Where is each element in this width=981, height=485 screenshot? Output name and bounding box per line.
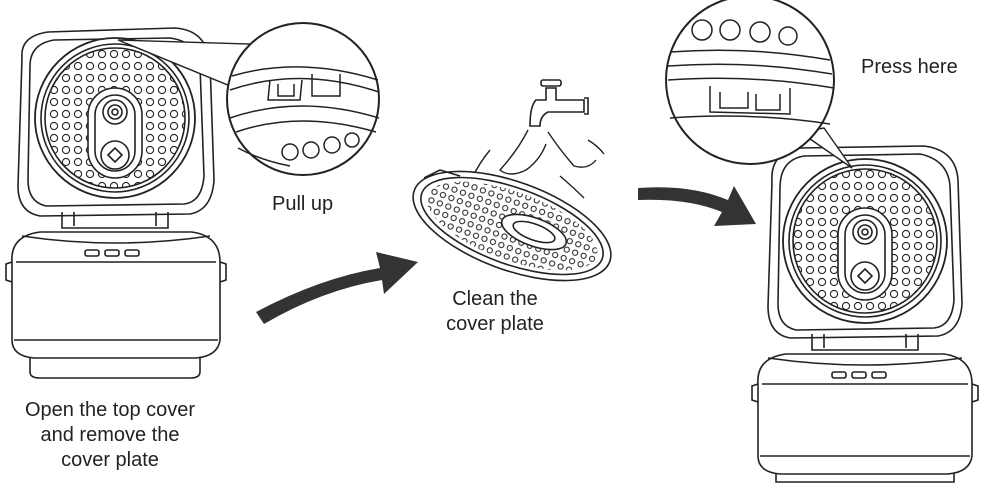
rice-cooker-open-left (6, 28, 226, 378)
faucet-icon (530, 80, 588, 126)
arrow-icon (256, 252, 418, 324)
pull-up-caption: Pull up (272, 192, 333, 217)
open-cover-caption: Open the top cover and remove the cover … (0, 398, 220, 473)
open-cover-line-2: and remove the (0, 423, 220, 448)
magnifier-callout-icon (666, 0, 852, 168)
cover-plate-icon (399, 149, 625, 303)
clean-caption: Clean the cover plate (420, 287, 570, 337)
rice-cooker-right (752, 146, 978, 482)
open-cover-line-3: cover plate (0, 448, 220, 473)
clean-line-1: Clean the (420, 287, 570, 312)
clean-line-2: cover plate (420, 312, 570, 337)
open-cover-line-1: Open the top cover (0, 398, 220, 423)
press-here-caption: Press here (861, 55, 958, 80)
arrow-icon (638, 186, 756, 226)
